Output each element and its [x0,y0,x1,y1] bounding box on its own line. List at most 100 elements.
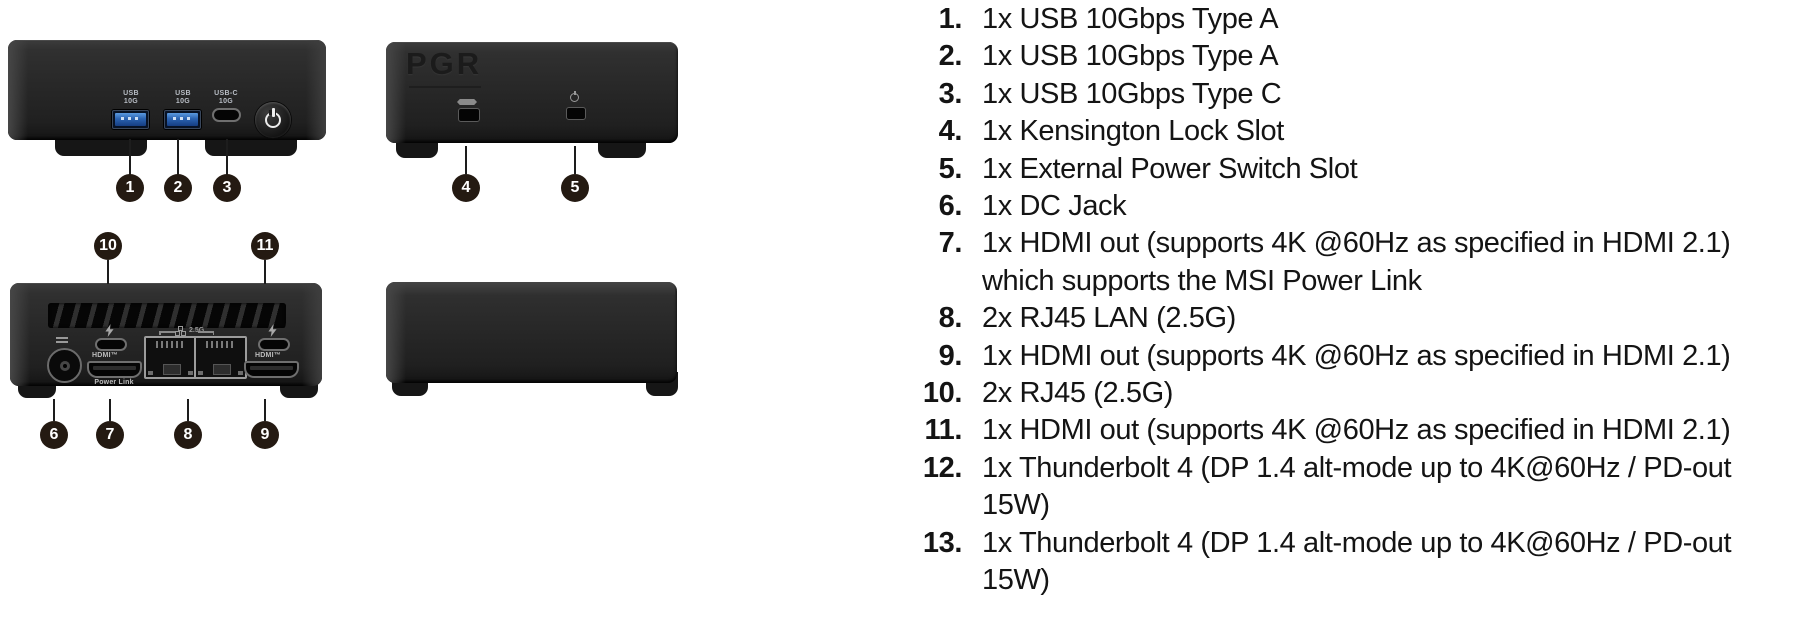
callout-11: 11 [251,232,279,260]
callout-stem [465,146,467,174]
hdmi-label-right: HDMI™ [255,352,281,359]
power-switch-icon-bar [574,91,576,95]
usb-a-tongue [167,113,198,126]
list-item: 5.1x External Power Switch Slot [912,151,1817,188]
hdmi-port-inner [250,366,293,370]
thunderbolt-icon [268,324,277,337]
usb-c-label-line1: USB-C [214,90,238,97]
callout-7: 7 [96,421,124,449]
list-item-text: 2x RJ45 LAN (2.5G) [982,302,1236,335]
usb-a2-label-line1: USB [175,90,191,97]
callout-stem [187,399,189,421]
list-item-number: 2. [938,40,963,73]
usb-c-label-line2: 10G [218,98,234,105]
thunderbolt-port-right [258,338,290,351]
list-item: 1. 1x USB 10Gbps Type A [912,1,1817,38]
power-switch-slot [566,107,586,120]
list-item-number: 13. [922,526,963,559]
usb-a1-label-line2: 10G [123,98,139,105]
power-button [255,102,291,138]
rj45-led [188,371,193,375]
rj45-pins [155,341,186,348]
callout-4: 4 [452,174,480,202]
plain-left-bevel [386,282,406,383]
list-item: 4.1x Kensington Lock Slot [912,113,1817,150]
power-icon-bar [271,108,275,117]
hdmi-label-left: HDMI™ [92,352,118,359]
rj45-clip-tab [162,364,181,375]
usb-c-label: USB-C 10G [206,90,246,106]
rj45-clip-tab [212,364,231,375]
callout-stem [53,399,55,421]
list-item: 8. 2x RJ45 LAN (2.5G) [912,300,1817,337]
rj45-led [198,371,203,375]
brand-logo-subtext [409,86,481,88]
list-item-text: 1x USB 10Gbps Type A [982,3,1279,35]
dc-jack [47,348,82,383]
list-item: 10.2x RJ45 (2.5G) [912,375,1817,412]
callout-stem [264,260,266,284]
rj45-pins [205,341,236,348]
list-item-number: 9. [938,339,963,372]
rj45-port-1 [144,336,197,379]
lan-speed-label: 2.5G [189,327,205,334]
usb-c-port [212,108,241,122]
callout-stem [574,146,576,174]
vent-grille [48,303,286,328]
hdmi-port-left [87,361,142,378]
rj45-led [148,371,153,375]
network-icon [175,331,180,336]
list-item-number: 1. [938,3,963,35]
callout-6: 6 [40,421,68,449]
rear-right-bevel [302,283,322,386]
port-list: 1. 1x USB 10Gbps Type A 2. 1x USB 10Gbps T… [912,1,1817,600]
lan-bracket-left [159,331,175,333]
callout-9: 9 [251,421,279,449]
list-item-text: 1x HDMI out (supports 4K @60Hz as specif… [982,414,1731,447]
usb-a-port-2 [164,110,201,129]
list-item-text: 1x Thunderbolt 4 (DP 1.4 alt-mode up to … [982,451,1732,522]
list-item-number: 11. [924,414,962,447]
list-item-number: 8. [938,302,963,335]
callout-3: 3 [213,174,241,202]
list-item-text: 1x USB 10Gbps Type C [982,77,1282,110]
lan-bracket-right [198,331,214,333]
dc-power-icon-dashed [56,341,68,343]
list-item: 7.1x HDMI out (supports 4K @60Hz as spec… [912,225,1817,300]
list-item: 12. 1x Thunderbolt 4 (DP 1.4 alt-mode up … [912,450,1817,525]
lock-left-bevel [386,42,406,143]
list-item-text: 1x HDMI out (supports 4K @60Hz as specif… [982,339,1731,372]
usb-a1-label-line1: USB [123,90,139,97]
network-icon [181,331,186,336]
usb-a1-label: USB 10G [111,90,151,106]
usb-a-pins [173,117,192,120]
usb-a-pins [121,117,140,120]
callout-stem [264,399,266,421]
hdmi-port-right [244,361,299,378]
kensington-lock-icon [457,99,477,105]
list-item: 13. 1x Thunderbolt 4 (DP 1.4 alt-mode up … [912,525,1817,600]
hdmi-port-inner [93,366,136,370]
list-item-number: 6. [938,190,963,223]
callout-stem [226,139,228,175]
list-item-number: 3. [938,77,963,110]
list-item-number: 4. [938,115,963,148]
rear-left-bevel [10,283,30,386]
callout-10: 10 [94,232,122,260]
list-item: 11. 1x HDMI out (supports 4K @60Hz as spe… [912,412,1817,449]
list-item-text: 1x DC Jack [982,190,1127,223]
usb-a-port-1 [112,110,149,129]
callout-stem [109,399,111,421]
list-item-text: 1x Thunderbolt 4 (DP 1.4 alt-mode up to … [982,526,1732,597]
plain-top-face [388,282,675,295]
list-item: 3. 1x USB 10Gbps Type C [912,76,1817,113]
list-item-number: 12. [922,451,963,484]
lock-view-body [386,42,678,143]
list-item: 9. 1x HDMI out (supports 4K @60Hz as spec… [912,338,1817,375]
power-link-label: Power Link [94,379,134,386]
thunderbolt-icon [105,324,114,337]
thunderbolt-port-left [95,338,127,351]
list-item-number: 5. [938,152,963,185]
list-item-text: 1x USB 10Gbps Type A [982,40,1279,73]
usb-a2-label-line2: 10G [175,98,191,105]
